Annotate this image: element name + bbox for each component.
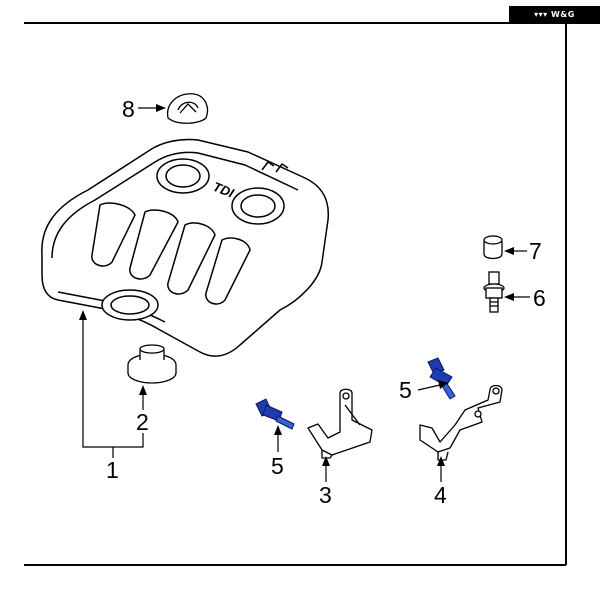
cover-boss-right	[231, 187, 285, 225]
callout-3: 3	[319, 482, 332, 508]
part-8-cap	[167, 93, 209, 124]
part-5-bolt-left	[255, 398, 295, 430]
brand-badge-text: W&G	[550, 10, 575, 19]
part-6-stud	[483, 271, 505, 313]
brand-logo-icon: ▾▾▾	[534, 10, 551, 19]
part-4-bracket	[419, 384, 503, 461]
arrowheads	[79, 104, 514, 466]
part-3-bracket	[307, 388, 373, 459]
callout-2: 2	[136, 409, 149, 435]
callout-1: 1	[106, 457, 119, 483]
callout-7: 7	[529, 238, 542, 264]
callout-5-right: 5	[399, 377, 412, 403]
brand-badge: ▾▾▾ W&G	[509, 6, 600, 24]
part-7-bushing	[483, 235, 503, 260]
part-2-grommet	[127, 344, 177, 384]
cover-boss-front	[101, 289, 159, 321]
callout-6: 6	[533, 285, 546, 311]
engine-cover: TDI	[41, 138, 330, 357]
callout-4: 4	[434, 482, 447, 508]
cover-boss-left	[156, 158, 210, 194]
callout-8: 8	[122, 96, 135, 122]
cover-emblem: TDI	[211, 179, 236, 201]
part-5-bolt-right	[427, 357, 456, 400]
callout-5-left: 5	[271, 453, 284, 479]
